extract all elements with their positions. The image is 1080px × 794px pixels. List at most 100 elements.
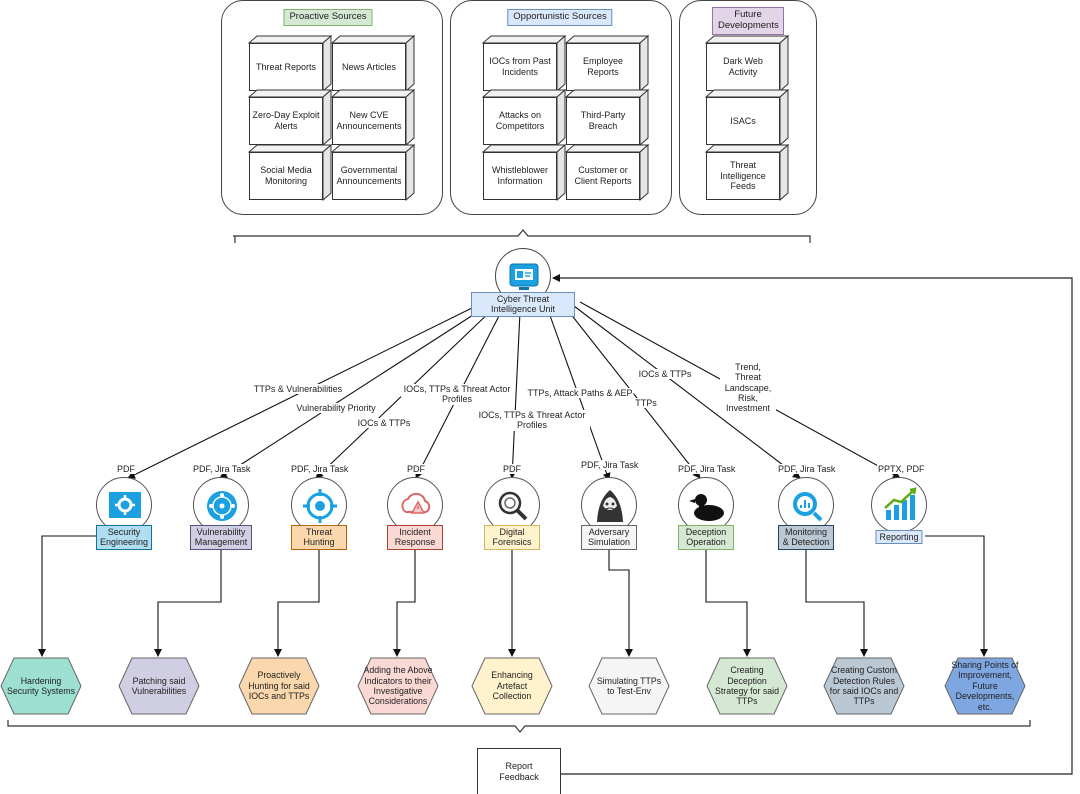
source-item[interactable]: Threat Reports (247, 34, 333, 93)
source-item[interactable]: ISACs (704, 88, 790, 147)
hexagon-shape (588, 657, 670, 715)
cube-shape (564, 88, 650, 147)
adversary-simulation-outcome[interactable]: Simulating TTPs to Test-Env (588, 657, 670, 715)
security-engineering-label: Security Engineering (96, 525, 152, 550)
threat-hunting-node[interactable] (291, 477, 347, 533)
source-item[interactable]: Dark Web Activity (704, 34, 790, 93)
reporting-outcome[interactable]: Sharing Points of Improvement, Future De… (944, 657, 1026, 715)
cube-shape (481, 143, 567, 202)
monitoring-detection-format-label: PDF, Jira Task (777, 464, 837, 475)
deception-operation-outcome[interactable]: Creating Deception Strategy for said TTP… (706, 657, 788, 715)
threat-hunting-outcome[interactable]: Proactively Hunting for said IOCs and TT… (238, 657, 320, 715)
edge-label-tap: TTPs, Attack Paths & AEP (526, 388, 634, 399)
digital-forensics-outcome[interactable]: Enhancing Artefact Collection (471, 657, 553, 715)
reporting-node[interactable] (871, 477, 927, 533)
deception-operation-to-outcome-edge (705, 548, 751, 657)
adversary-simulation-node[interactable] (581, 477, 637, 533)
adversary-simulation-format-label: PDF, Jira Task (580, 460, 640, 471)
source-item-label: Attacks on Competitors (483, 97, 557, 145)
source-item-label: New CVE Announcements (332, 97, 406, 145)
deception-operation-format-label: PDF, Jira Task (677, 464, 737, 475)
vulnerability-management-label: Vulnerability Management (190, 525, 252, 550)
source-item[interactable]: Zero-Day Exploit Alerts (247, 88, 333, 147)
source-item-label: Whistleblower Information (483, 152, 557, 200)
reporting-to-outcome-edge (925, 535, 988, 657)
hexagon-shape (0, 657, 82, 715)
cube-shape (330, 88, 416, 147)
cube-shape (247, 34, 333, 93)
monitoring-detection-to-outcome-edge (805, 548, 868, 657)
cti-to-digital-forensics-edge (508, 311, 521, 479)
security-engineering-format-label: PDF (116, 464, 136, 475)
hexagon-shape (944, 657, 1026, 715)
cloud-alert-icon (401, 492, 431, 514)
source-item-label: Third-Party Breach (566, 97, 640, 145)
network-icon (207, 491, 237, 521)
incident-response-label: Incident Response (387, 525, 443, 550)
threat-hunting-to-outcome-edge (274, 548, 320, 657)
outcome-label: Adding the Above Indicators to their Inv… (363, 665, 433, 707)
hexagon-shape (471, 657, 553, 715)
edge-label-it: IOCs & TTPs (356, 418, 412, 429)
vulnerability-management-outcome[interactable]: Patching said Vulnerabilities (118, 657, 200, 715)
monitor-icon (509, 263, 539, 290)
threat-hunting-label: Threat Hunting (291, 525, 347, 550)
source-item[interactable]: New CVE Announcements (330, 88, 416, 147)
source-item-label: Employee Reports (566, 43, 640, 91)
source-item[interactable]: Customer or Client Reports (564, 143, 650, 202)
edge-label-itta: IOCs, TTPs & Threat Actor Profiles (401, 384, 513, 405)
incident-response-node[interactable] (387, 477, 443, 533)
source-item-label: IOCs from Past Incidents (483, 43, 557, 91)
source-item[interactable]: Employee Reports (564, 34, 650, 93)
hexagon-shape (238, 657, 320, 715)
source-item-label: Governmental Announcements (332, 152, 406, 200)
adversary-simulation-label: Adversary Simulation (581, 525, 637, 550)
outcome-label: Enhancing Artefact Collection (491, 670, 533, 702)
edge-label-itta2: IOCs, TTPs & Threat Actor Profiles (474, 410, 590, 431)
cube-shape (704, 34, 790, 93)
deception-operation-label: Deception Operation (678, 525, 734, 550)
source-item-label: Dark Web Activity (706, 43, 780, 91)
source-item[interactable]: Social Media Monitoring (247, 143, 333, 202)
source-item[interactable]: Governmental Announcements (330, 143, 416, 202)
security-engineering-node[interactable] (96, 477, 152, 533)
bottom-brace (7, 720, 1031, 733)
cube-shape (564, 143, 650, 202)
report-feedback-box[interactable]: Report Feedback (477, 748, 561, 794)
outcome-label: Patching said Vulnerabilities (131, 675, 187, 696)
outcome-label: Simulating TTPs to Test-Env (596, 675, 662, 696)
edge-label-trend: Trend, Threat Landscape, Risk, Investmen… (720, 362, 776, 414)
deception-operation-node[interactable] (678, 477, 734, 533)
hexagon-shape (823, 657, 905, 715)
bar-chart-icon (884, 487, 917, 520)
monitoring-detection-outcome[interactable]: Creating Custom Detection Rules for said… (823, 657, 905, 715)
cube-shape (704, 143, 790, 202)
crosshair-icon (303, 489, 337, 523)
source-item-label: Threat Intelligence Feeds (706, 152, 780, 200)
incident-response-to-outcome-edge (393, 548, 416, 657)
digital-forensics-label: Digital Forensics (484, 525, 540, 550)
cube-shape (247, 143, 333, 202)
source-item[interactable]: Whistleblower Information (481, 143, 567, 202)
source-item[interactable]: IOCs from Past Incidents (481, 34, 567, 93)
digital-forensics-format-label: PDF (502, 464, 522, 475)
source-group-label: Future Developments (712, 7, 784, 35)
source-group-label: Opportunistic Sources (507, 9, 613, 26)
vulnerability-management-node[interactable] (193, 477, 249, 533)
security-engineering-outcome[interactable]: Hardening Security Systems (0, 657, 82, 715)
hexagon-shape (357, 657, 439, 715)
hexagon-shape (118, 657, 200, 715)
edge-label-vp: Vulnerability Priority (295, 403, 377, 414)
source-item[interactable]: News Articles (330, 34, 416, 93)
source-item-label: Zero-Day Exploit Alerts (249, 97, 323, 145)
search-chart-icon (793, 492, 823, 522)
monitoring-detection-node[interactable] (778, 477, 834, 533)
gear-icon (109, 492, 141, 518)
magnifier-icon (498, 491, 528, 521)
vulnerability-management-to-outcome-edge (154, 548, 222, 657)
source-item[interactable]: Threat Intelligence Feeds (704, 143, 790, 202)
source-group-label: Proactive Sources (283, 9, 373, 26)
source-item[interactable]: Third-Party Breach (564, 88, 650, 147)
source-item[interactable]: Attacks on Competitors (481, 88, 567, 147)
incident-response-outcome[interactable]: Adding the Above Indicators to their Inv… (357, 657, 439, 715)
